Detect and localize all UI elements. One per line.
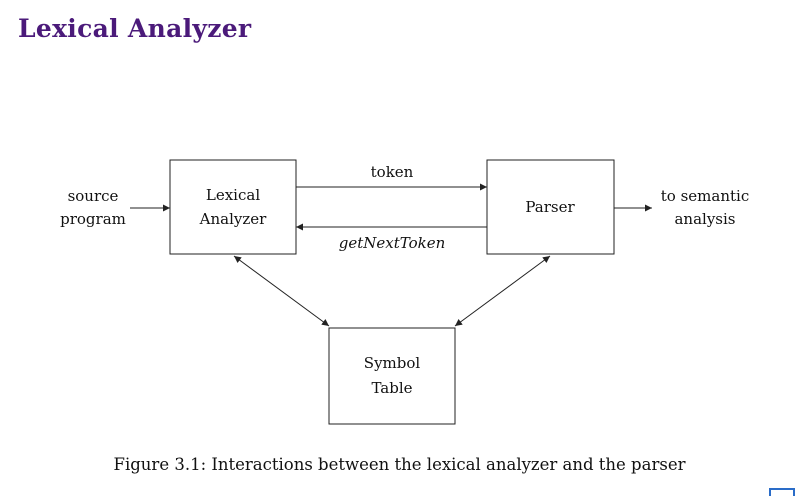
symbol-table-label-2: Table [371, 379, 412, 397]
source-program-label-1: source [68, 187, 119, 205]
lexer-box-label-2: Analyzer [199, 210, 267, 228]
symbol-table-label-1: Symbol [364, 354, 421, 372]
page-title: Lexical Analyzer [18, 14, 252, 43]
semantic-analysis-label-1: to semantic [661, 187, 749, 205]
parser-box [486, 159, 615, 255]
lexer-symbol-table-arrow [233, 255, 330, 327]
lexer-box-label-1: Lexical [206, 186, 260, 204]
corner-bracket-icon [769, 488, 795, 496]
symbol-table-box [328, 327, 456, 425]
figure-caption: Figure 3.1: Interactions between the lex… [113, 455, 686, 474]
lexical-analyzer-box [169, 159, 297, 255]
get-next-token-label: getNextToken [339, 234, 446, 252]
parser-symbol-table-arrow [454, 255, 551, 327]
semantic-analysis-label-2: analysis [674, 210, 735, 228]
token-label: token [371, 163, 414, 181]
parser-box-label: Parser [525, 198, 575, 216]
source-program-label-2: program [60, 210, 126, 228]
compiler-interaction-diagram: source program Lexical Analyzer Parser t… [60, 159, 749, 425]
